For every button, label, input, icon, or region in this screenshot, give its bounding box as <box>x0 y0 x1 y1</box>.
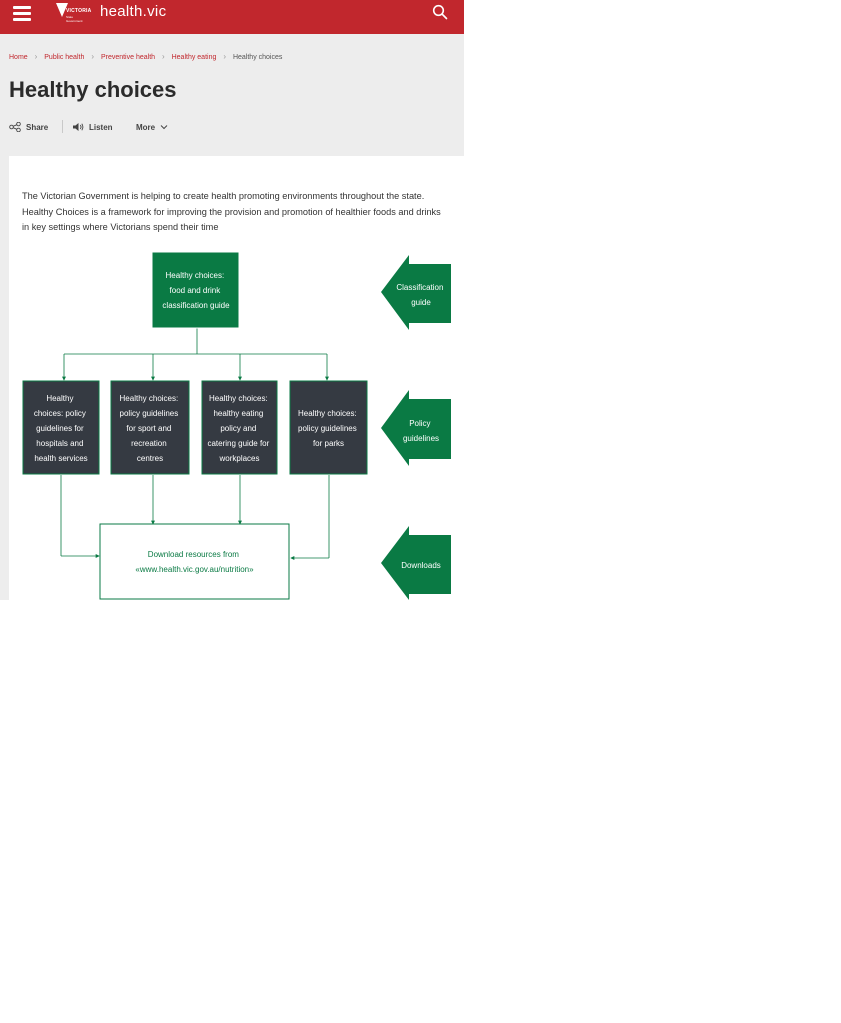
svg-text:Download resources from: Download resources from «www.health.vic.… <box>135 550 254 574</box>
listen-label: Listen <box>89 122 113 132</box>
side-label-line: Downloads <box>401 561 441 570</box>
chevron-right-icon: › <box>223 52 226 61</box>
svg-text:Healthy choices: polic: Healthy choices: policy guidelines for s… <box>120 394 181 463</box>
node-line: Download resources from <box>148 550 239 559</box>
more-dropdown-button[interactable]: More <box>136 120 168 134</box>
node-line: «www.health.vic.gov.au/nutrition» <box>135 565 254 574</box>
share-label: Share <box>26 122 49 132</box>
node-line: policy and <box>220 424 256 433</box>
policy-node-workplaces: Healthy choices: healthy eating policy a… <box>201 380 278 475</box>
node-line: choices: policy <box>34 409 86 418</box>
logo-text: VICTORIA <box>66 8 92 14</box>
breadcrumb-current: Healthy choices <box>232 54 283 61</box>
speaker-icon <box>73 123 84 131</box>
node-line: recreation <box>131 439 167 448</box>
svg-text:Downloads: Downloads <box>401 561 441 570</box>
share-button[interactable]: Share <box>9 120 48 134</box>
node-line: policy guidelines <box>298 424 357 433</box>
svg-text:Policy guidelines: Policy guidelines <box>403 419 439 443</box>
chevron-right-icon: › <box>161 52 165 61</box>
side-arrow-policy-guidelines: Policy guidelines <box>381 390 451 466</box>
side-arrow-classification-guide: Classification guide <box>381 255 451 330</box>
node-line: Healthy choices: <box>209 394 268 403</box>
classification-guide-node: Healthy choices: food and drink classifi… <box>151 251 240 329</box>
node-line: healthy eating <box>213 409 263 418</box>
policy-node-parks: Healthy choices: policy guidelines for p… <box>289 380 368 475</box>
side-label-line: Policy <box>409 419 430 428</box>
action-divider <box>62 120 63 133</box>
svg-text:Healthy choices: polic: Healthy choices: policy guidelines for h… <box>34 394 88 463</box>
node-line: hospitals and <box>36 439 83 448</box>
breadcrumb: Home › Public health › Preventive health… <box>9 52 282 61</box>
node-line: Healthy choices: <box>298 409 357 418</box>
chevron-right-icon: › <box>34 52 38 61</box>
side-label-line: guidelines <box>403 434 439 443</box>
side-label-line: Classification <box>396 283 443 292</box>
node-line: for parks <box>313 439 344 448</box>
node-line: guidelines for <box>36 424 84 433</box>
hamburger-menu-icon[interactable] <box>13 6 31 22</box>
svg-text:Healthy choices: polic: Healthy choices: policy guidelines for p… <box>298 409 359 448</box>
node-line: workplaces <box>218 454 259 463</box>
logo-subtext: State Government <box>66 15 83 23</box>
site-name[interactable]: health.vic <box>100 3 167 20</box>
search-icon[interactable] <box>432 4 448 20</box>
side-arrow-downloads: Downloads <box>381 526 451 600</box>
chevron-down-icon <box>160 125 168 130</box>
svg-text:Healthy choices: healt: Healthy choices: healthy eating policy a… <box>207 394 271 463</box>
node-line: centres <box>137 454 163 463</box>
policy-node-sport-recreation: Healthy choices: policy guidelines for s… <box>110 380 190 475</box>
node-line: classification guide <box>162 301 230 310</box>
intro-paragraph: The Victorian Government is helping to c… <box>22 191 441 232</box>
victoria-government-logo[interactable]: VICTORIA State Government <box>56 3 92 23</box>
diagram-connectors <box>60 328 330 560</box>
breadcrumb-link-home[interactable]: Home <box>9 54 28 61</box>
side-label-line: guide <box>411 298 431 307</box>
download-resources-node: Download resources from «www.health.vic.… <box>99 523 290 600</box>
listen-button[interactable]: Listen <box>72 120 113 134</box>
node-line: Healthy <box>46 394 73 403</box>
svg-text:Healthy choices: food: Healthy choices: food and drink classifi… <box>162 271 230 310</box>
page-title: Healthy choices <box>9 77 177 102</box>
node-line: catering guide for <box>207 439 269 448</box>
page-viewport: VICTORIA State Government health.vic Hom… <box>0 0 464 600</box>
healthy-choices-framework-diagram: Healthy choices: food and drink classifi… <box>22 251 451 600</box>
logo-crest-shape <box>56 3 68 17</box>
node-line: Healthy choices: <box>166 271 225 280</box>
svg-text:Classification guide: Classification guide <box>396 283 445 307</box>
node-line: food and drink <box>170 286 222 295</box>
more-label: More <box>136 122 156 132</box>
node-line: Healthy choices: <box>120 394 179 403</box>
share-icon <box>9 122 21 132</box>
breadcrumb-link-preventive-health[interactable]: Preventive health <box>100 54 156 61</box>
chevron-right-icon: › <box>91 52 94 61</box>
breadcrumb-link-public-health[interactable]: Public health <box>44 54 85 61</box>
policy-node-hospitals: Healthy choices: policy guidelines for h… <box>22 380 100 475</box>
node-line: health services <box>34 454 87 463</box>
node-line: for sport and <box>126 424 171 433</box>
top-navigation-bar: VICTORIA State Government health.vic <box>0 0 464 34</box>
breadcrumb-link-healthy-eating[interactable]: Healthy eating <box>171 54 217 61</box>
node-line: policy guidelines <box>120 409 179 418</box>
